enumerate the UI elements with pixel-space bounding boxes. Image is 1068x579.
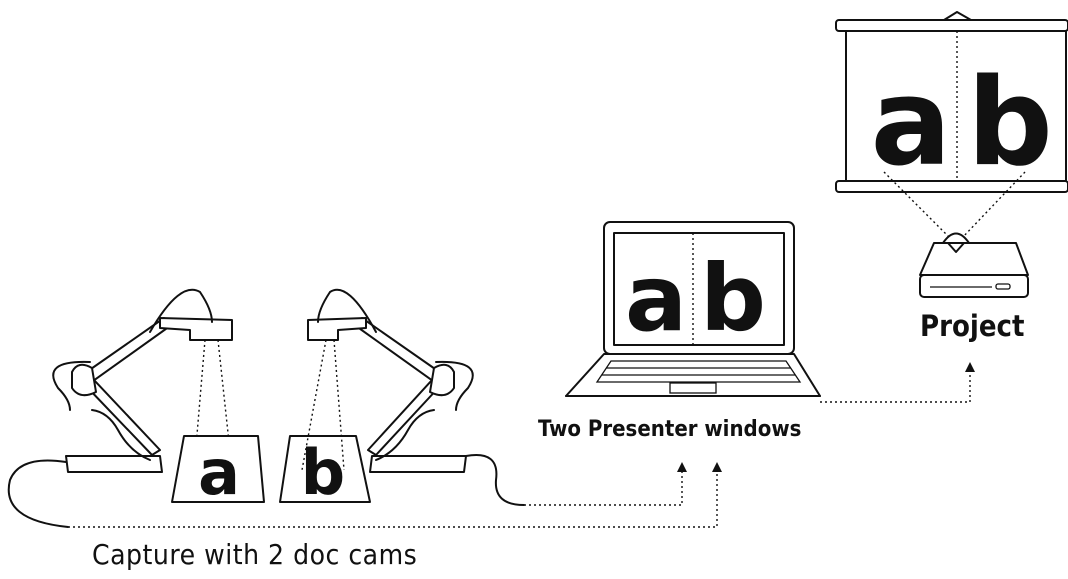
caption-capture: Capture with 2 doc cams [92, 538, 418, 571]
screen-letter-b: b [967, 54, 1053, 193]
caption-project: Project [920, 309, 1025, 343]
screen-letter-a: a [871, 54, 952, 193]
projector-icon [919, 232, 1029, 298]
caption-presenter: Two Presenter windows [538, 417, 802, 442]
laptop-icon: a b [565, 221, 821, 397]
document-camera-icon [301, 288, 525, 506]
connector-lines [68, 362, 975, 528]
paper-letter-b: b [301, 436, 345, 509]
document-a: a [171, 435, 265, 509]
laptop-letter-b: b [700, 245, 766, 352]
document-camera-icon [7, 288, 233, 528]
document-b: b [279, 435, 371, 509]
laptop-letter-a: a [625, 245, 687, 352]
paper-letter-a: a [198, 436, 240, 509]
projection-screen-icon: a b [835, 11, 1068, 239]
